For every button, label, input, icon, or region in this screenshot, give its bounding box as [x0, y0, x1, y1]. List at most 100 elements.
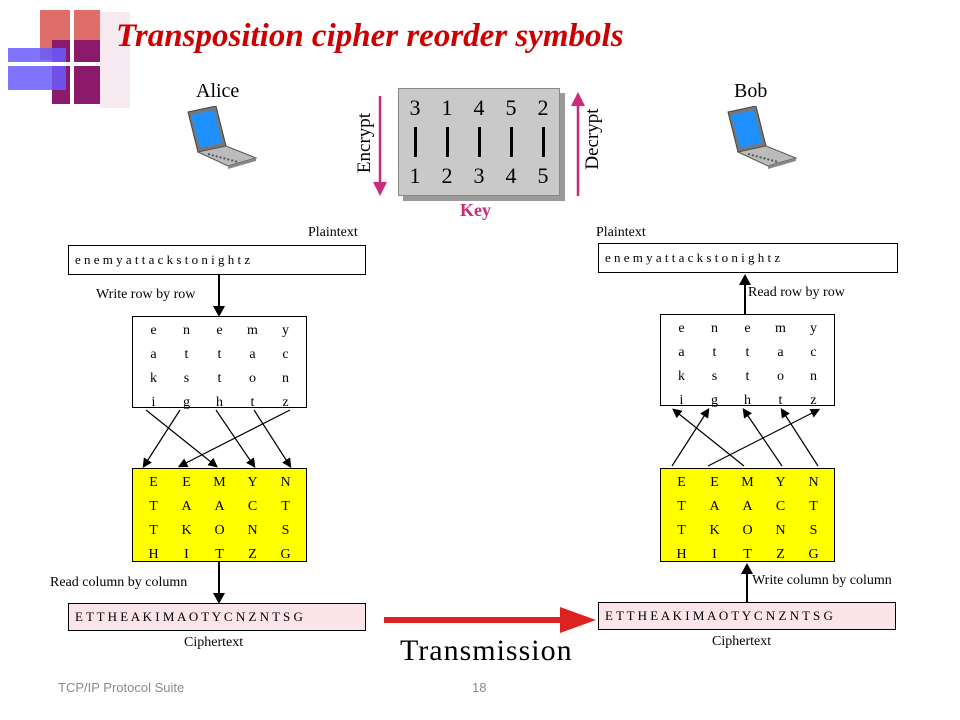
grid-cell: Y	[247, 475, 258, 490]
key-bottom-digit: 1	[409, 163, 421, 188]
left-ciphertext-box: E T T H E A K I M A O T Y C N Z N T S G	[68, 603, 366, 631]
grid-cell: I	[712, 547, 717, 562]
grid-cell: S	[809, 523, 818, 538]
grid-cell: e	[216, 323, 223, 338]
right-read-label: Read row by row	[748, 285, 845, 300]
grid-cell: h	[216, 395, 223, 410]
key-bar	[541, 127, 545, 157]
grid-cell: a	[150, 347, 157, 362]
left-cipher-grid: E E M Y N T A A C T T K O N S H I T Z G	[132, 468, 307, 562]
grid-cell: t	[250, 395, 255, 410]
key-panel: 3 1 4 5 2 1 2 3 4 5	[398, 88, 560, 196]
key-bar	[445, 127, 449, 157]
grid-cell: O	[214, 523, 225, 538]
key-bottom-digit: 3	[473, 163, 485, 188]
grid-cell: g	[183, 395, 190, 410]
grid-cell: G	[808, 547, 819, 562]
grid-cell: K	[709, 523, 720, 538]
grid-cell: k	[678, 369, 685, 384]
key-top-digit: 1	[441, 95, 453, 120]
grid-cell: T	[149, 523, 158, 538]
grid-cell: A	[181, 499, 192, 514]
grid-cell: E	[677, 475, 686, 490]
right-cipher-grid: E E M Y N T A A C T T K O N S H I T Z G	[660, 468, 835, 562]
grid-cell: Z	[776, 547, 785, 562]
grid-cell: t	[745, 369, 750, 384]
key-top-digit: 3	[409, 95, 421, 120]
grid-cell: y	[282, 323, 289, 338]
key-bottom-digit: 5	[537, 163, 549, 188]
encrypt-arrow-icon	[373, 96, 387, 196]
grid-cell: h	[744, 393, 751, 408]
slide-title: Transposition cipher reorder symbols	[116, 18, 624, 54]
grid-cell: E	[149, 475, 158, 490]
key-label: Key	[460, 200, 491, 220]
grid-cell: t	[745, 345, 750, 360]
grid-cell: N	[280, 475, 291, 490]
right-ciphertext-box: E T T H E A K I M A O T Y C N Z N T S G	[598, 602, 896, 630]
grid-cell: n	[810, 369, 817, 384]
grid-cell: T	[149, 499, 158, 514]
grid-cell: t	[217, 371, 222, 386]
grid-cell: T	[281, 499, 290, 514]
right-up-arrow-2	[741, 563, 753, 602]
footer-page-number: 18	[472, 680, 487, 695]
grid-cell: A	[709, 499, 720, 514]
grid-cell: s	[711, 369, 718, 384]
left-ciphertext-label: Ciphertext	[184, 635, 244, 650]
decrypt-arrow-icon	[571, 92, 585, 196]
grid-cell: a	[249, 347, 256, 362]
grid-cell: a	[777, 345, 784, 360]
right-write-label: Write column by column	[752, 573, 892, 588]
grid-cell: z	[282, 395, 289, 410]
grid-cell: N	[808, 475, 819, 490]
key-top-digit: 2	[537, 95, 549, 120]
grid-cell: M	[741, 475, 754, 490]
grid-cell: H	[676, 547, 687, 562]
grid-cell: C	[775, 499, 786, 514]
grid-cell: e	[150, 323, 157, 338]
grid-cell: N	[775, 523, 786, 538]
left-plaintext-box: e n e m y a t t a c k s t o n i g h t z	[68, 245, 366, 275]
grid-cell: n	[711, 321, 718, 336]
grid-cell: a	[678, 345, 685, 360]
grid-cell: i	[679, 393, 684, 408]
grid-cell: e	[678, 321, 685, 336]
grid-cell: G	[280, 547, 291, 562]
grid-cell: t	[712, 345, 717, 360]
left-permutation-arrows	[142, 409, 292, 469]
grid-cell: E	[710, 475, 719, 490]
transmission-arrow-icon	[384, 607, 596, 633]
decrypt-label: Decrypt	[582, 108, 603, 170]
grid-cell: N	[247, 523, 258, 538]
right-plaintext-box: e n e m y a t t a c k s t o n i g h t z	[598, 243, 898, 273]
key-bar	[477, 127, 481, 157]
right-plain-grid: e n e m y a t t a c k s t o n i g h t z	[660, 314, 835, 408]
key-bottom-digit: 2	[441, 163, 453, 188]
grid-cell: n	[183, 323, 190, 338]
grid-cell: o	[249, 371, 256, 386]
grid-cell: H	[148, 547, 159, 562]
key-top-digit: 4	[473, 95, 485, 120]
key-top-digit: 5	[505, 95, 517, 120]
grid-cell: m	[247, 323, 258, 338]
left-read-label: Read column by column	[50, 575, 188, 590]
grid-cell: n	[282, 371, 289, 386]
grid-cell: E	[182, 475, 191, 490]
right-plaintext-label: Plaintext	[596, 225, 646, 240]
footer-source: TCP/IP Protocol Suite	[58, 680, 185, 695]
grid-cell: T	[677, 523, 686, 538]
left-plaintext-label: Plaintext	[308, 225, 358, 240]
grid-cell: Z	[248, 547, 257, 562]
grid-cell: c	[810, 345, 817, 360]
grid-cell: T	[215, 547, 224, 562]
grid-cell: A	[742, 499, 753, 514]
grid-cell: t	[778, 393, 783, 408]
grid-cell: m	[775, 321, 786, 336]
grid-cell: y	[810, 321, 817, 336]
grid-cell: t	[217, 347, 222, 362]
left-down-arrow-2	[213, 562, 225, 604]
left-write-label: Write row by row	[96, 287, 196, 302]
key-bar	[413, 127, 417, 157]
corner-decoration	[0, 10, 140, 108]
